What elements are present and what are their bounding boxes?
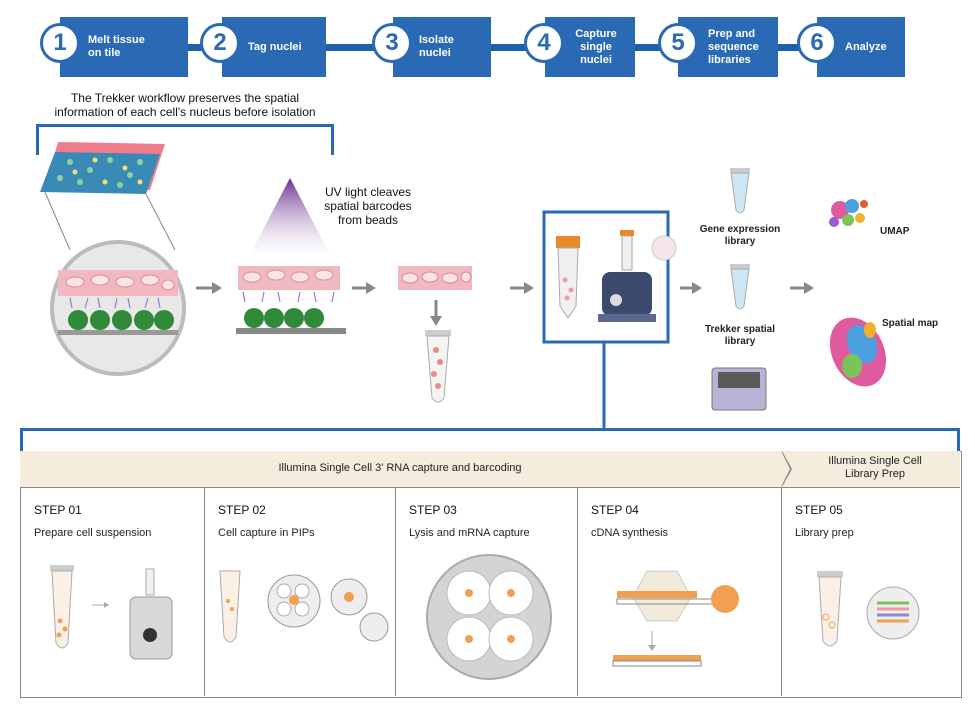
pip-capture-icon	[219, 570, 389, 643]
uv-caption: UV light cleaves spatial barcodes from b…	[324, 185, 412, 227]
step-subtitle: Lysis and mRNA capture	[409, 527, 530, 539]
step-cell: STEP 02 Cell capture in PIPs	[204, 487, 396, 696]
step-title: STEP 02	[218, 503, 266, 517]
band-right-label: Illumina Single Cell Library Prep	[828, 455, 922, 480]
step-title: STEP 05	[795, 503, 843, 517]
nuclei-tube-icon	[425, 330, 451, 403]
workflow-step-2-label: Tag nuclei	[248, 40, 302, 53]
library-prep-icon	[817, 571, 920, 647]
step-title: STEP 04	[591, 503, 639, 517]
step-title: STEP 03	[409, 503, 457, 517]
sequencer-icon	[711, 367, 767, 411]
gene-expression-label: Gene expression library	[699, 224, 781, 247]
spatial-map-label: Spatial map	[882, 318, 939, 329]
step-subtitle: Library prep	[795, 527, 854, 539]
spatial-map-icon	[829, 317, 887, 387]
workflow-step-6-label: Analyze	[845, 40, 887, 53]
vortexer-icon	[598, 230, 677, 322]
workflow-step-6-number: 6	[797, 23, 837, 63]
uv-cleave-slide-icon	[236, 266, 346, 334]
uv-light-icon	[246, 178, 334, 262]
capture-box	[542, 210, 670, 344]
library-tube-icon	[730, 264, 750, 310]
caption-bracket	[36, 124, 334, 155]
workflow-step-5-label: Prep and sequence libraries	[708, 27, 759, 66]
band-left-label: Illumina Single Cell 3' RNA capture and …	[278, 462, 522, 474]
umap-label: UMAP	[880, 226, 910, 237]
cdna-synthesis-icon	[612, 570, 739, 667]
workflow-caption: The Trekker workflow preserves the spati…	[54, 91, 316, 119]
bottom-bracket	[20, 428, 960, 452]
umap-plot-icon	[829, 199, 868, 227]
workflow-step-4-label: Capture single nuclei	[575, 27, 617, 66]
lysis-icon	[426, 554, 552, 680]
workflow-step-1-label: Melt tissue on tile	[88, 34, 145, 59]
step-cell: STEP 05 Library prep	[781, 487, 960, 696]
arrow-right-icon	[196, 282, 222, 294]
workflow-step-5: Prep and sequence libraries	[678, 17, 778, 77]
workflow-step-5-number: 5	[658, 23, 698, 63]
magnified-tile-icon	[50, 240, 186, 376]
workflow-step-3-number: 3	[372, 23, 412, 63]
workflow-step-4-number: 4	[524, 23, 564, 63]
workflow-step-4: Capture single nuclei	[545, 17, 635, 77]
arrow-right-icon	[790, 282, 814, 294]
step-title: STEP 01	[34, 503, 82, 517]
step-cell: STEP 04 cDNA synthesis	[577, 487, 782, 696]
arrow-right-icon	[510, 282, 534, 294]
step-cell: STEP 03 Lysis and mRNA capture	[395, 487, 578, 696]
step-subtitle: Cell capture in PIPs	[218, 527, 315, 539]
workflow-step-3-label: Isolate nuclei	[419, 34, 454, 59]
arrow-right-icon	[352, 282, 376, 294]
trekker-spatial-label: Trekker spatial library	[704, 324, 776, 347]
tissue-tile-icon	[40, 142, 176, 251]
library-tube-icon	[730, 168, 750, 214]
cell-suspension-icon	[50, 565, 173, 660]
tissue-slice-icon	[398, 266, 472, 326]
workflow-step-2-number: 2	[200, 23, 240, 63]
step-subtitle: cDNA synthesis	[591, 527, 669, 539]
workflow-step-1: Melt tissue on tile	[60, 17, 188, 77]
workflow-illustration	[40, 142, 887, 428]
step-cell: STEP 01 Prepare cell suspension	[20, 487, 205, 696]
step-subtitle: Prepare cell suspension	[34, 527, 152, 539]
band-header: Illumina Single Cell 3' RNA capture and …	[20, 451, 960, 488]
conical-tube-icon	[556, 236, 580, 319]
arrow-right-icon	[680, 282, 702, 294]
workflow-step-1-number: 1	[40, 23, 80, 63]
